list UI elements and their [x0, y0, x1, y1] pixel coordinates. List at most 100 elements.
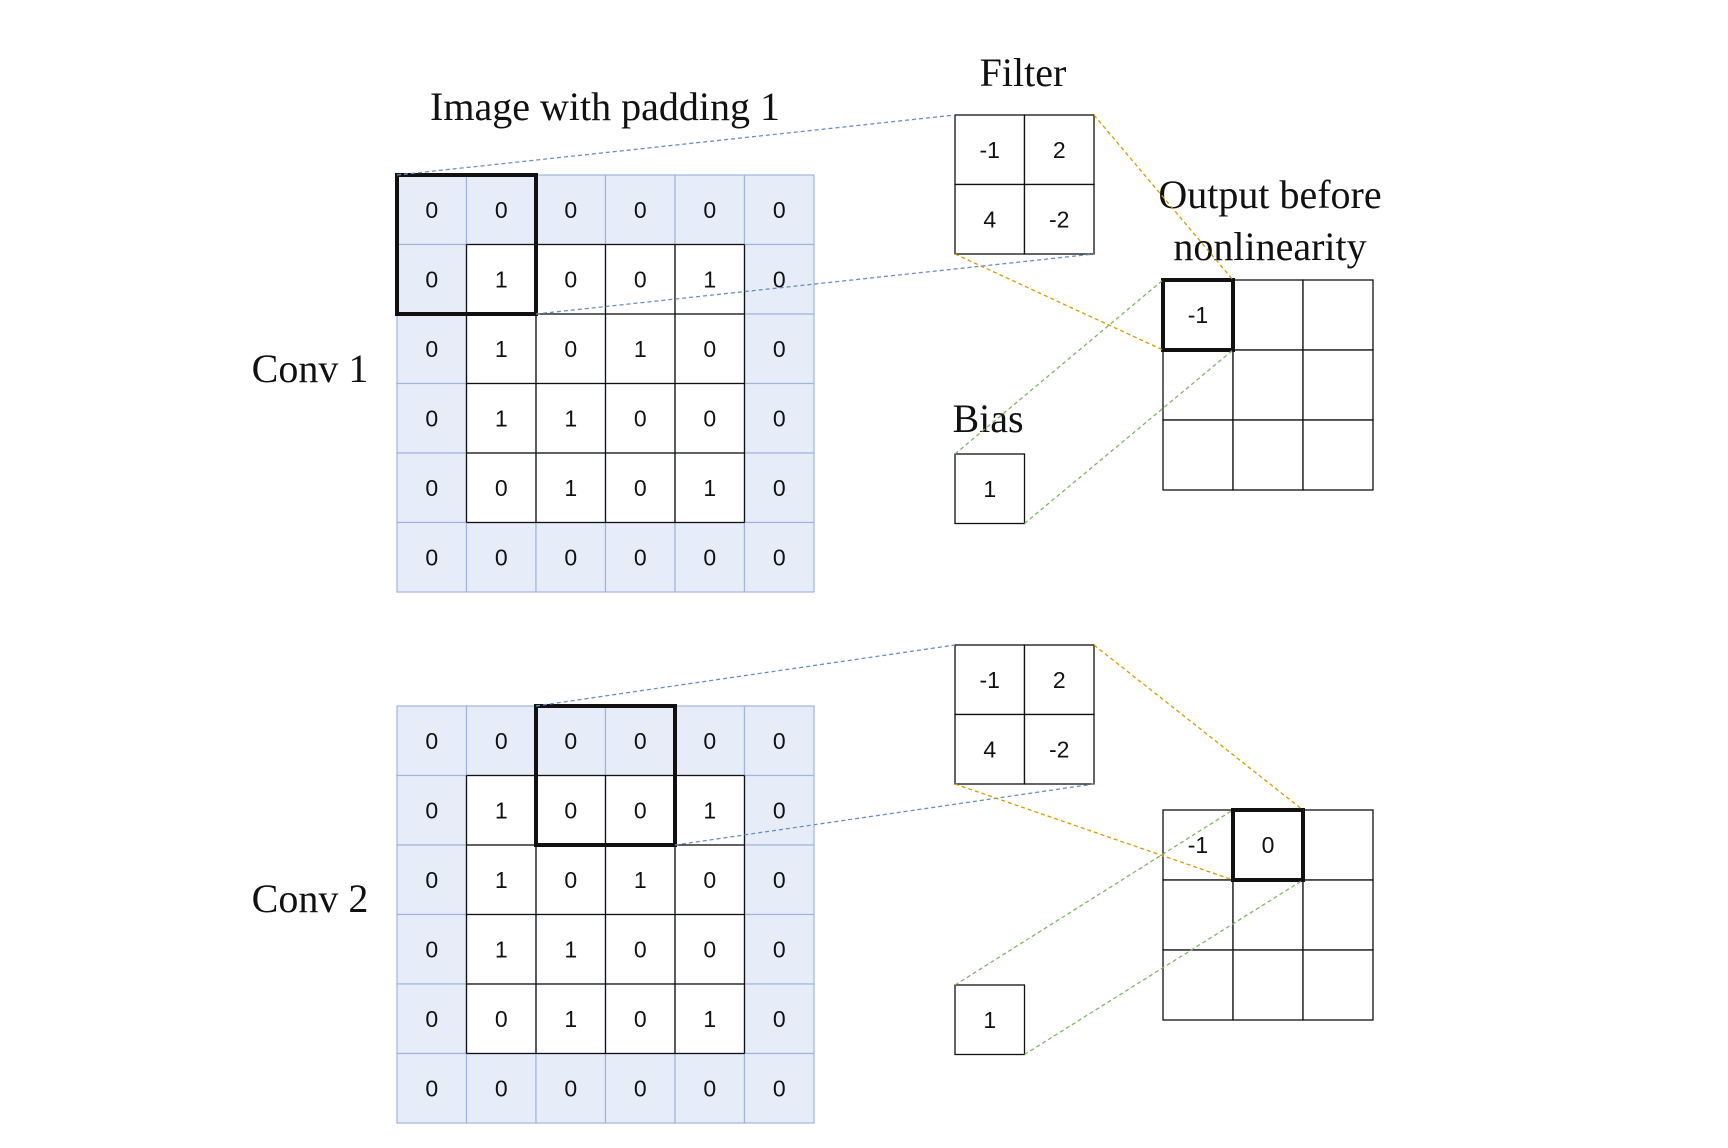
cell-box — [465, 983, 537, 1055]
cell-box — [604, 1052, 676, 1124]
active-output-cell — [1231, 808, 1305, 882]
filter-value: 4 — [983, 206, 996, 232]
cell-box — [604, 913, 676, 985]
cell-box — [674, 983, 746, 1055]
cell-box — [535, 705, 607, 777]
padding-cell: 0 — [604, 174, 676, 246]
cell-box — [743, 243, 815, 315]
padding-cell: 0 — [535, 1052, 607, 1124]
filter-value: 2 — [1053, 667, 1066, 693]
padding-cell: 0 — [743, 844, 815, 916]
panel-label: Conv 1 — [252, 346, 369, 391]
cell-box — [396, 313, 468, 385]
cell-value: 1 — [564, 405, 577, 431]
padding-cell: 0 — [465, 521, 537, 593]
output-grid: -1 — [1162, 279, 1374, 491]
cell-value: 0 — [425, 197, 438, 223]
cell-value: 0 — [773, 1075, 786, 1101]
filter-value: -2 — [1049, 736, 1069, 762]
filter-grid: -1 2 4 -2 — [954, 114, 1095, 255]
receptive-field-window — [395, 173, 538, 316]
cell-value: 1 — [634, 867, 647, 893]
output-cell — [1232, 349, 1304, 421]
padding-cell: 0 — [674, 705, 746, 777]
cell-value: 0 — [425, 266, 438, 292]
filter-value: 2 — [1053, 137, 1066, 163]
cell-value: 0 — [564, 797, 577, 823]
output-cell — [1302, 279, 1374, 351]
cell-value: 0 — [634, 266, 647, 292]
cell-value: 0 — [773, 266, 786, 292]
padding-cell: 0 — [674, 174, 746, 246]
image-filter-connector — [535, 644, 956, 707]
cell-value: 0 — [703, 197, 716, 223]
cell-value: 0 — [773, 1006, 786, 1032]
cell-value: 0 — [773, 867, 786, 893]
cell-value: 0 — [495, 1006, 508, 1032]
cell-value: 0 — [773, 797, 786, 823]
image-cell: 1 — [535, 913, 607, 985]
cell-value: 0 — [425, 405, 438, 431]
image-filter-connector — [396, 114, 956, 176]
cell-value: 0 — [703, 1075, 716, 1101]
cell-box — [535, 844, 607, 916]
cell-value: 1 — [495, 336, 508, 362]
image-cell: 0 — [674, 382, 746, 454]
cell-box — [674, 913, 746, 985]
cell-value: 1 — [495, 867, 508, 893]
cell-box — [743, 452, 815, 524]
cell-box — [465, 1052, 537, 1124]
padding-cell: 0 — [396, 313, 468, 385]
image-cell: 0 — [535, 243, 607, 315]
padding-cell: 0 — [743, 174, 815, 246]
cell-value: 0 — [634, 405, 647, 431]
output-title-line2: nonlinearity — [1173, 224, 1366, 269]
image-cell: 0 — [535, 844, 607, 916]
cell-value: 0 — [564, 266, 577, 292]
cell-value: 0 — [703, 405, 716, 431]
padding-cell: 0 — [396, 174, 468, 246]
image-cell: 0 — [604, 382, 676, 454]
cell-box — [535, 1052, 607, 1124]
cell-value: 0 — [773, 544, 786, 570]
cell-value: 1 — [634, 336, 647, 362]
padding-cell: 0 — [535, 174, 607, 246]
cell-value: 0 — [564, 1075, 577, 1101]
cell-box — [604, 983, 676, 1055]
cell-value: 0 — [564, 544, 577, 570]
image-cell: 0 — [674, 313, 746, 385]
padding-cell: 0 — [465, 705, 537, 777]
bias-title: Bias — [952, 396, 1023, 441]
bias-box: 1 — [954, 984, 1026, 1056]
padding-cell: 0 — [604, 1052, 676, 1124]
filter-value: -2 — [1049, 206, 1069, 232]
image-cell: 1 — [465, 844, 537, 916]
cell-box — [396, 452, 468, 524]
cell-value: 0 — [564, 336, 577, 362]
cell-box — [465, 774, 537, 846]
filter-value: -1 — [980, 137, 1000, 163]
receptive-field-window — [534, 704, 677, 847]
cell-box — [396, 983, 468, 1055]
padding-cell: 0 — [396, 705, 468, 777]
image-cell: 0 — [604, 983, 676, 1055]
image-cell: 0 — [535, 313, 607, 385]
image-cell: 1 — [674, 774, 746, 846]
cell-box — [743, 983, 815, 1055]
bias-output-connector — [1024, 349, 1234, 524]
cell-value: 1 — [495, 936, 508, 962]
cell-box — [535, 913, 607, 985]
cell-value: 0 — [634, 1006, 647, 1032]
cell-value: 0 — [564, 867, 577, 893]
cell-value: 0 — [425, 797, 438, 823]
bias-output-connector — [1024, 879, 1304, 1056]
padding-cell: 0 — [396, 243, 468, 315]
cell-value: 1 — [703, 1006, 716, 1032]
cell-value: 0 — [425, 728, 438, 754]
bias-cell — [954, 453, 1026, 525]
image-cell: 1 — [465, 774, 537, 846]
cell-box — [396, 844, 468, 916]
cell-value: 1 — [564, 1006, 577, 1032]
